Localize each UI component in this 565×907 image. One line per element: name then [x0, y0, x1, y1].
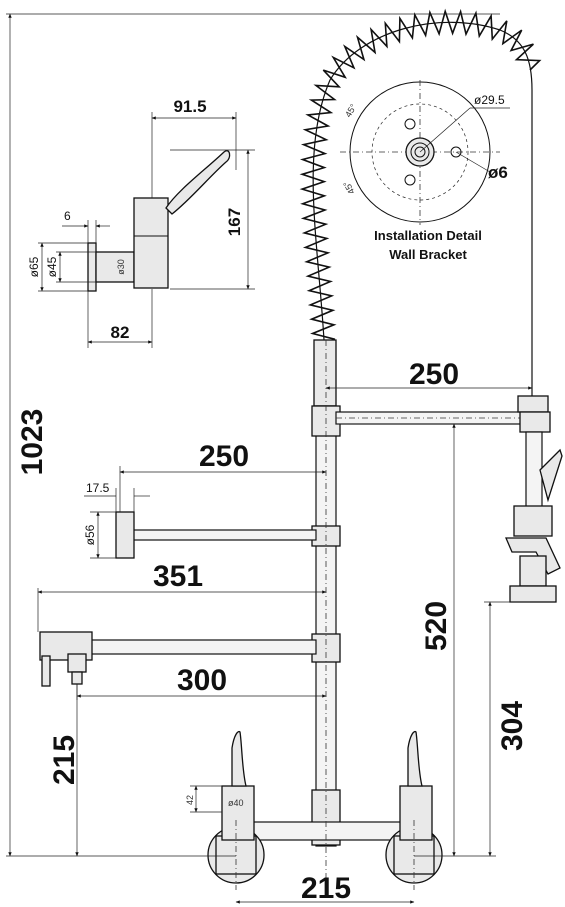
dim-dia-6: ø6 — [488, 163, 508, 182]
spring-coil — [299, 8, 542, 410]
caption-wall-bracket: Wall Bracket — [389, 247, 467, 262]
dim-91-5: 91.5 — [173, 97, 206, 116]
caption-installation-detail: Installation Detail — [374, 228, 482, 243]
wall-bracket-detail: 45° 45° ø29.5 ø6 Installation Detail Wal… — [340, 80, 510, 262]
dim-dia-30: ø30 — [116, 259, 126, 275]
dimensions: 250 250 17.5 ø56 351 300 1023 520 — [6, 13, 533, 905]
dim-dia-29-5: ø29.5 — [474, 93, 505, 107]
dim-250-top: 250 — [409, 358, 459, 391]
spray-head — [505, 395, 563, 603]
dim-17-5: 17.5 — [86, 481, 110, 495]
dim-dia-56: ø56 — [83, 524, 97, 545]
dim-6: 6 — [64, 209, 71, 223]
dim-300: 300 — [177, 664, 227, 697]
tap-side-view: 91.5 167 6 ø65 ø45 ø30 82 — [27, 97, 255, 348]
center-lines — [235, 340, 415, 890]
dim-250-mid: 250 — [199, 440, 249, 473]
dim-167: 167 — [225, 208, 244, 236]
dim-215-vertical: 215 — [48, 735, 81, 785]
dim-304: 304 — [496, 701, 529, 751]
dim-215-horizontal: 215 — [301, 872, 351, 905]
dim-dia-40: ø40 — [228, 798, 244, 808]
dim-351: 351 — [153, 560, 203, 593]
dim-520: 520 — [420, 601, 453, 651]
dim-82: 82 — [111, 323, 130, 342]
dim-42: 42 — [185, 795, 195, 805]
dim-dia-45: ø45 — [45, 256, 59, 277]
dim-dia-65: ø65 — [27, 256, 41, 277]
dim-1023: 1023 — [16, 409, 49, 476]
angle-label: 45° — [341, 179, 357, 196]
angle-label: 45° — [343, 102, 359, 119]
